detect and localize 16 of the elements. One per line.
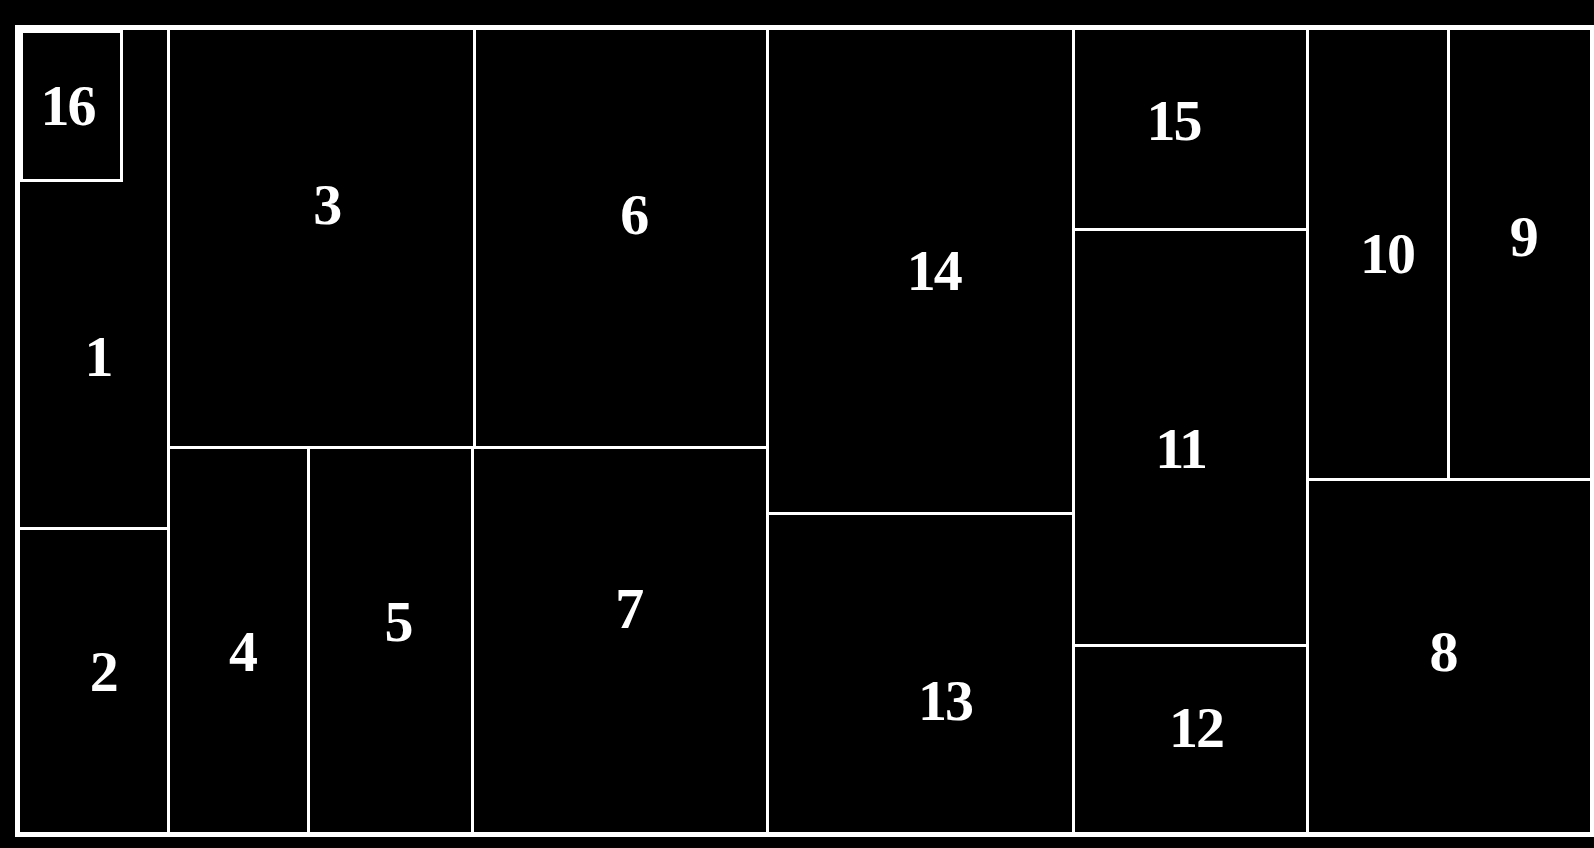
room-number: 2 <box>89 643 117 702</box>
room-number: 7 <box>615 580 643 639</box>
room-number: 4 <box>228 623 256 682</box>
room-number: 13 <box>917 671 972 730</box>
room-number: 14 <box>906 241 961 300</box>
room-number: 10 <box>1360 224 1415 283</box>
room-number: 15 <box>1146 92 1201 151</box>
room-number: 9 <box>1509 208 1537 267</box>
room-number: 16 <box>40 77 95 136</box>
room-number: 5 <box>384 592 412 651</box>
room-number: 6 <box>620 185 648 244</box>
room-number: 1 <box>84 328 112 387</box>
room-number: 11 <box>1155 419 1207 478</box>
room-number: 12 <box>1168 699 1223 758</box>
room-number: 3 <box>313 175 341 234</box>
room-number: 8 <box>1429 623 1457 682</box>
